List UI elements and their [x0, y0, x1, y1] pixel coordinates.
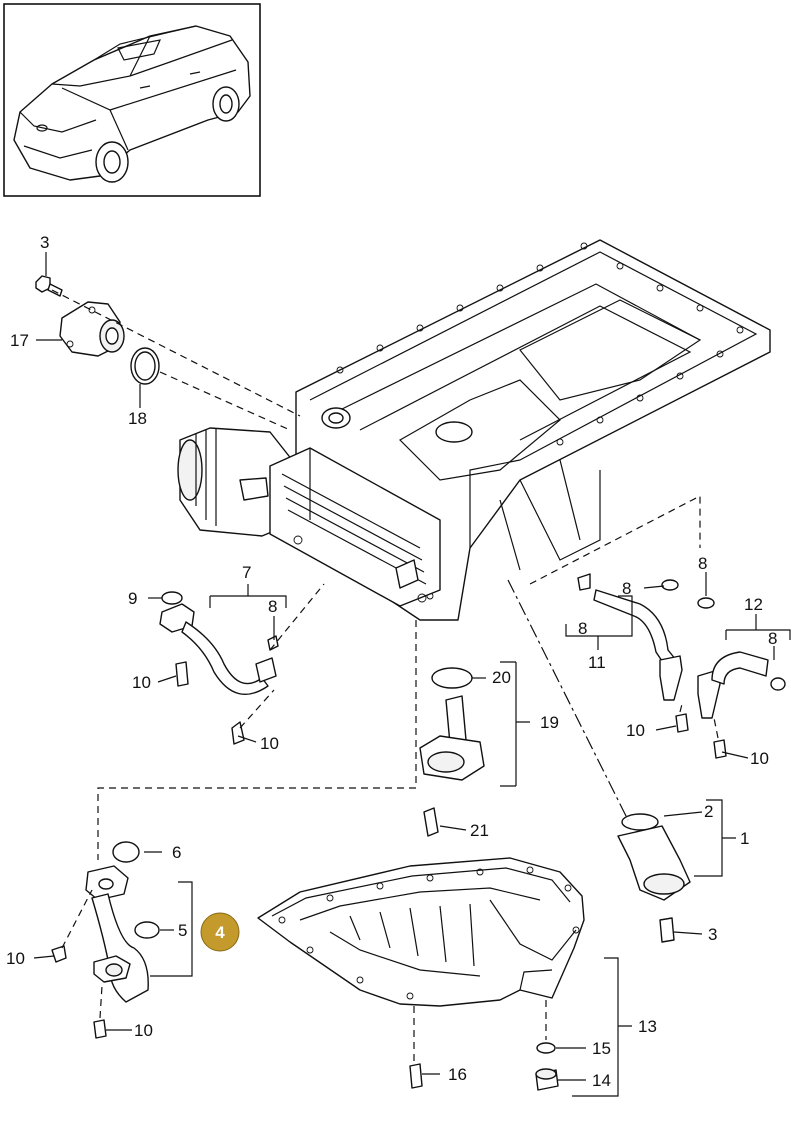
label-10-f: 10 [750, 749, 769, 768]
leader-lines [33, 252, 791, 1097]
vehicle-thumbnail [3, 3, 261, 197]
label-7: 7 [242, 563, 251, 582]
label-8-d: 8 [698, 554, 707, 573]
label-2: 2 [704, 802, 713, 821]
label-10-a: 10 [132, 673, 151, 692]
oil-filler-neck-1 [617, 813, 691, 943]
oil-pipe-7 [159, 591, 279, 745]
label-8-a: 8 [268, 597, 277, 616]
label-21: 21 [470, 821, 489, 840]
label-8-b: 8 [622, 579, 631, 598]
label-3-bottom: 3 [708, 925, 717, 944]
label-6: 6 [172, 843, 181, 862]
bolt-3-top [35, 275, 63, 297]
label-15: 15 [592, 1039, 611, 1058]
label-14: 14 [592, 1071, 611, 1090]
label-13: 13 [638, 1017, 657, 1036]
drain-plug-14-seal-15-bolt-16 [409, 1042, 559, 1091]
label-10-b: 10 [260, 734, 279, 753]
label-5: 5 [178, 921, 187, 940]
label-10-e: 10 [626, 721, 645, 740]
label-1: 1 [740, 829, 749, 848]
label-18: 18 [128, 409, 147, 428]
thermostat-housing-17 [59, 301, 125, 357]
label-10-c: 10 [6, 949, 25, 968]
label-8-c: 8 [578, 619, 587, 638]
label-12: 12 [744, 595, 763, 614]
label-4: 4 [215, 923, 225, 942]
label-3-top: 3 [40, 233, 49, 252]
label-8-e: 8 [768, 629, 777, 648]
oil-pan-lower-13 [257, 857, 585, 1007]
callout-labels: 3 17 18 7 9 8 10 10 20 19 21 6 5 10 10 8… [6, 233, 777, 1090]
label-11: 11 [588, 653, 606, 672]
seal-ring-18 [130, 347, 160, 385]
label-19: 19 [540, 713, 559, 732]
label-20: 20 [492, 668, 511, 687]
label-10-d: 10 [134, 1021, 153, 1040]
oil-level-sensor-19 [419, 667, 485, 837]
oil-pickup-tube-4 [85, 841, 160, 1003]
oil-cooler [269, 447, 441, 607]
label-9: 9 [128, 589, 137, 608]
bolts-left [51, 945, 107, 1039]
label-17: 17 [10, 331, 29, 350]
highlight-badge-part-4[interactable]: 4 [200, 912, 240, 952]
highlight-badge-circle [200, 912, 240, 952]
label-16: 16 [448, 1065, 467, 1084]
oil-pipe-11 [577, 573, 689, 733]
oil-pipe-12 [697, 597, 786, 759]
